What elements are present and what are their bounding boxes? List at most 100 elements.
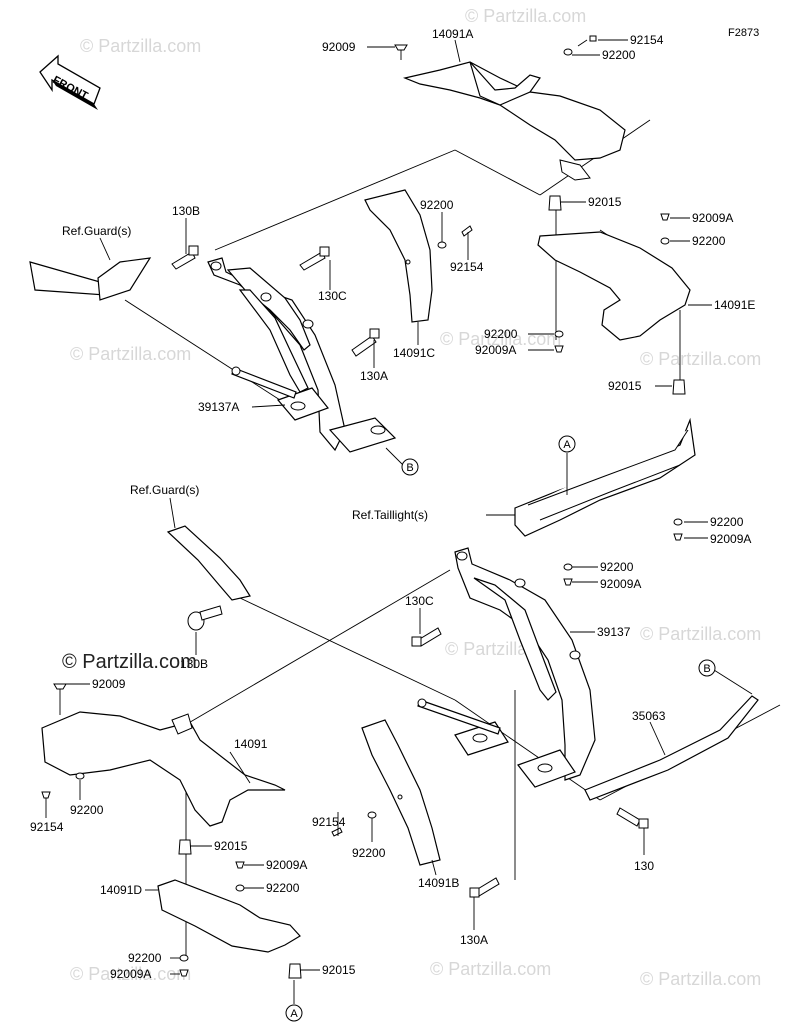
bolt-130B-top xyxy=(171,245,199,270)
bolt-130B-bottom xyxy=(187,605,223,631)
part-label: 92200 xyxy=(710,515,744,529)
part-label: 130B xyxy=(180,657,208,671)
front-direction-arrow: FRONT xyxy=(39,54,101,110)
washer-92200-r2 xyxy=(554,330,564,338)
screw-92154-bl xyxy=(41,791,51,799)
part-label: 92200 xyxy=(484,327,518,341)
cover-14091A xyxy=(402,61,626,181)
bar-35063 xyxy=(584,695,759,801)
part-label: 39137 xyxy=(597,625,631,639)
washer-92200-r4 xyxy=(563,563,573,571)
part-label: 92015 xyxy=(322,963,356,977)
screw-92009-top xyxy=(394,44,408,60)
part-label: 92200 xyxy=(692,234,726,248)
callout-B-top: B xyxy=(401,458,419,476)
part-label: 92154 xyxy=(312,815,346,829)
screw-92009A-r3 xyxy=(673,533,683,541)
bolt-130A-top xyxy=(351,328,380,357)
leader-lines xyxy=(45,39,753,1004)
washer-92200-bl xyxy=(75,772,85,780)
part-label: 92015 xyxy=(588,195,622,209)
washer-92200-r3 xyxy=(673,518,683,526)
watermark: © Partzilla.com xyxy=(465,6,586,26)
washer-92200-bl3 xyxy=(179,954,189,962)
cover-14091 xyxy=(41,711,286,827)
ref-guard-bottom-tube xyxy=(166,525,251,601)
watermark: © Partzilla.com xyxy=(640,969,761,989)
bolt-130 xyxy=(616,807,649,829)
washer-92200-r1 xyxy=(660,237,670,245)
part-label: 92009A xyxy=(600,577,641,591)
screw-92009A-r1 xyxy=(660,213,670,221)
screw-92009A-r4 xyxy=(563,578,573,586)
part-label: 92200 xyxy=(420,198,454,212)
part-label: 39137A xyxy=(198,400,239,414)
part-label: Ref.Taillight(s) xyxy=(352,508,428,522)
ref-guard-top-tube xyxy=(29,257,152,301)
part-label: 92009A xyxy=(475,343,516,357)
copyright-text: © Partzilla.com xyxy=(62,651,197,673)
screw-92009A-bl xyxy=(235,861,245,869)
bolt-130C-top xyxy=(299,246,330,271)
part-label: 92200 xyxy=(352,846,386,860)
part-label: 35063 xyxy=(632,709,666,723)
grab-bar-frame-bottom xyxy=(454,547,596,788)
part-label: 92009A xyxy=(266,858,307,872)
part-label: 92154 xyxy=(630,33,664,47)
part-label: 130A xyxy=(360,369,388,383)
watermark: © Partzilla.com xyxy=(80,36,201,56)
watermark: © Partzilla.com xyxy=(430,959,551,979)
figure-id: F2873 xyxy=(728,27,759,39)
part-label: 92009A xyxy=(110,967,151,981)
nut-92015-bl2 xyxy=(288,963,302,979)
panel-14091E xyxy=(537,231,691,341)
part-label: 92200 xyxy=(70,803,104,817)
part-label: Ref.Guard(s) xyxy=(130,483,199,497)
part-label: 130C xyxy=(405,594,434,608)
screw-92009A-r2 xyxy=(554,345,564,353)
part-label: 92015 xyxy=(214,839,248,853)
callout-letter: B xyxy=(406,462,413,474)
part-label: 92200 xyxy=(128,951,162,965)
part-label: 92009A xyxy=(710,532,751,546)
callout-letter: A xyxy=(290,1008,298,1020)
watermark: © Partzilla.com xyxy=(640,624,761,644)
callout-letter: B xyxy=(703,663,710,675)
part-label: 92015 xyxy=(608,379,642,393)
callout-B-bottom: B xyxy=(698,659,716,677)
watermark: © Partzilla.com xyxy=(70,964,191,984)
part-label: 92200 xyxy=(266,881,300,895)
bolt-130A-bottom xyxy=(469,877,500,898)
washer-92200-mid xyxy=(437,241,447,249)
part-label: 14091 xyxy=(234,737,268,751)
taillight-assembly xyxy=(514,417,696,537)
part-label: 130C xyxy=(318,289,347,303)
part-label: 92154 xyxy=(450,260,484,274)
part-label: 92200 xyxy=(602,48,636,62)
watermark: © Partzilla.com xyxy=(640,349,761,369)
part-label: 92009 xyxy=(92,677,126,691)
nut-92015-top xyxy=(548,195,562,211)
part-label: 130B xyxy=(172,204,200,218)
screw-92154-bm xyxy=(331,827,343,837)
part-label: 14091D xyxy=(100,883,142,897)
part-labels: 92009 14091A 92154 92200 130B Ref.Guard(… xyxy=(30,27,755,981)
callout-letter: A xyxy=(563,439,571,451)
screw-92009-bottom xyxy=(53,683,67,715)
screw-92154-mid xyxy=(461,225,473,237)
grab-bar-frame-top xyxy=(207,257,397,453)
part-label: Ref.Guard(s) xyxy=(62,224,131,238)
part-label: 14091C xyxy=(393,346,435,360)
washer-92200-top xyxy=(563,48,573,56)
shaft-bottom xyxy=(417,698,501,735)
screw-92154-top xyxy=(577,35,597,47)
nut-92015-r xyxy=(672,379,686,395)
washer-92200-bm xyxy=(367,811,377,819)
part-label: 14091B xyxy=(418,876,459,890)
panel-14091C xyxy=(364,189,433,323)
watermark-layer: © Partzilla.com © Partzilla.com © Partzi… xyxy=(70,6,761,989)
part-label: 130 xyxy=(634,859,654,873)
callout-A-top: A xyxy=(558,435,576,453)
